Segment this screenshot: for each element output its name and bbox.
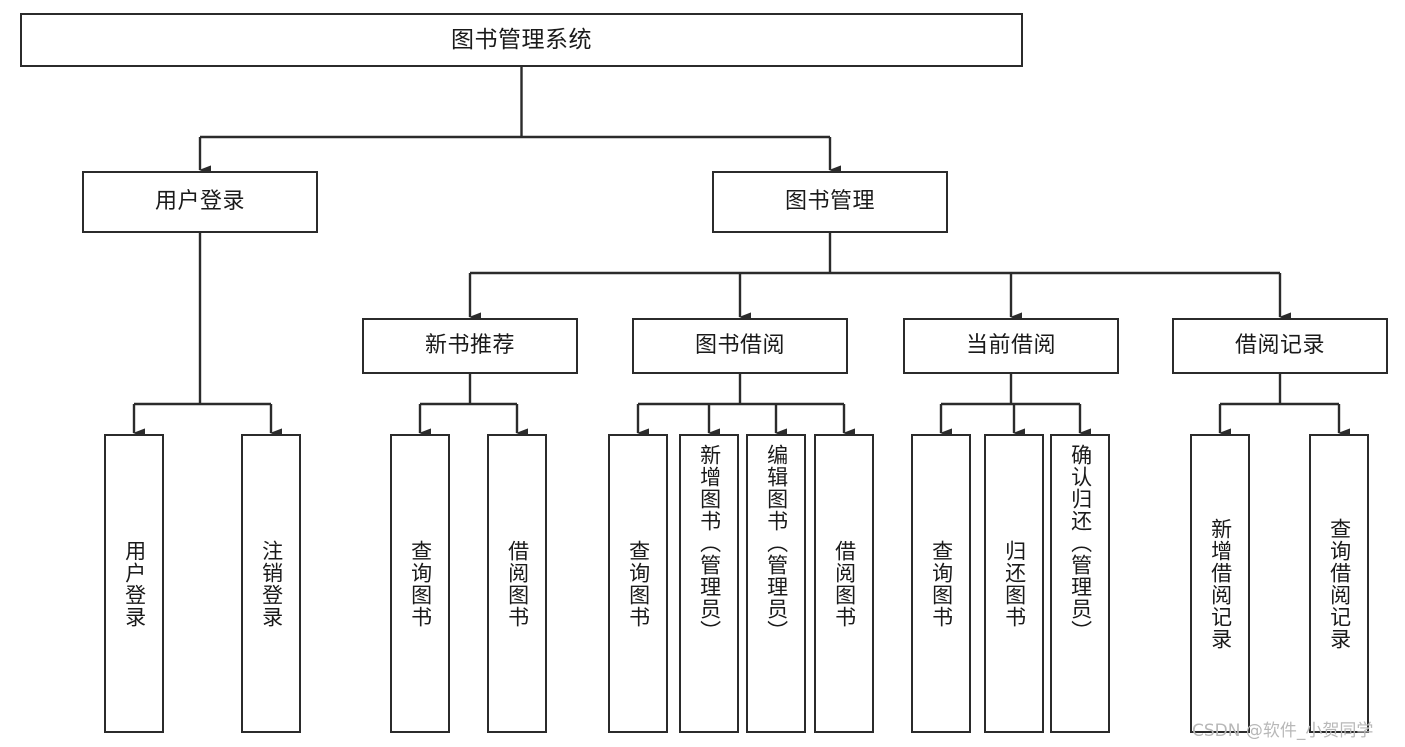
leaf-inner: 查询图书 [392, 436, 448, 731]
node-leaf-query-book-c-label: 查询图书 [929, 539, 954, 628]
leaf-inner: 借阅图书 [816, 436, 872, 731]
leaf-inner: 查询借阅记录 [1311, 436, 1367, 731]
node-leaf-return-book-label: 归还图书 [1002, 539, 1027, 628]
node-leaf-query-borrow-record-label: 查询借阅记录 [1327, 517, 1352, 650]
node-root[interactable]: 图书管理系统 [20, 13, 1023, 67]
leaf-inner: 查询图书 [610, 436, 666, 731]
node-leaf-confirm-return-admin-label: 确认归还（管理员） [1068, 444, 1093, 642]
node-leaf-query-book-a[interactable]: 查询图书 [390, 434, 450, 733]
node-current-borrow-label: 当前借阅 [965, 333, 1056, 359]
node-leaf-query-book-c[interactable]: 查询图书 [911, 434, 971, 733]
leaf-inner: 用户登录 [106, 436, 162, 731]
node-leaf-return-book[interactable]: 归还图书 [984, 434, 1044, 733]
node-book-borrow[interactable]: 图书借阅 [632, 318, 848, 374]
node-borrow-record-label: 借阅记录 [1234, 333, 1325, 359]
node-book-borrow-label: 图书借阅 [694, 333, 785, 359]
node-leaf-query-book-b[interactable]: 查询图书 [608, 434, 668, 733]
node-book-manage[interactable]: 图书管理 [712, 171, 948, 233]
node-leaf-user-login[interactable]: 用户登录 [104, 434, 164, 733]
node-user-login[interactable]: 用户登录 [82, 171, 318, 233]
node-leaf-user-login-label: 用户登录 [122, 539, 147, 628]
node-leaf-query-book-a-label: 查询图书 [408, 539, 433, 628]
node-root-label: 图书管理系统 [451, 26, 592, 53]
node-leaf-query-book-b-label: 查询图书 [626, 539, 651, 628]
node-current-borrow[interactable]: 当前借阅 [903, 318, 1119, 374]
leaf-inner: 借阅图书 [489, 436, 545, 731]
node-leaf-add-book-admin[interactable]: 新增图书（管理员） [679, 434, 739, 733]
node-leaf-edit-book-admin[interactable]: 编辑图书（管理员） [746, 434, 806, 733]
node-leaf-borrow-book-b-label: 借阅图书 [832, 539, 857, 628]
leaf-inner: 编辑图书（管理员） [748, 436, 804, 731]
node-leaf-logout-label: 注销登录 [259, 539, 284, 628]
node-user-login-label: 用户登录 [154, 189, 245, 215]
node-leaf-add-borrow-record[interactable]: 新增借阅记录 [1190, 434, 1250, 733]
node-leaf-borrow-book-a-label: 借阅图书 [505, 539, 530, 628]
leaf-inner: 注销登录 [243, 436, 299, 731]
node-leaf-query-borrow-record[interactable]: 查询借阅记录 [1309, 434, 1369, 733]
node-borrow-record[interactable]: 借阅记录 [1172, 318, 1388, 374]
node-leaf-borrow-book-a[interactable]: 借阅图书 [487, 434, 547, 733]
node-new-book-recommend-label: 新书推荐 [424, 333, 515, 359]
node-leaf-borrow-book-b[interactable]: 借阅图书 [814, 434, 874, 733]
node-leaf-add-book-admin-label: 新增图书（管理员） [697, 444, 722, 642]
leaf-inner: 新增图书（管理员） [681, 436, 737, 731]
leaf-inner: 归还图书 [986, 436, 1042, 731]
connector-edges [132, 67, 1350, 438]
leaf-inner: 确认归还（管理员） [1052, 436, 1108, 731]
csdn-watermark: CSDN @软件_小贺同学 [1192, 721, 1374, 741]
node-new-book-recommend[interactable]: 新书推荐 [362, 318, 578, 374]
node-leaf-edit-book-admin-label: 编辑图书（管理员） [764, 444, 789, 642]
node-leaf-logout[interactable]: 注销登录 [241, 434, 301, 733]
leaf-inner: 查询图书 [913, 436, 969, 731]
node-leaf-add-borrow-record-label: 新增借阅记录 [1208, 517, 1233, 650]
node-leaf-confirm-return-admin[interactable]: 确认归还（管理员） [1050, 434, 1110, 733]
node-book-manage-label: 图书管理 [784, 189, 875, 215]
leaf-inner: 新增借阅记录 [1192, 436, 1248, 731]
